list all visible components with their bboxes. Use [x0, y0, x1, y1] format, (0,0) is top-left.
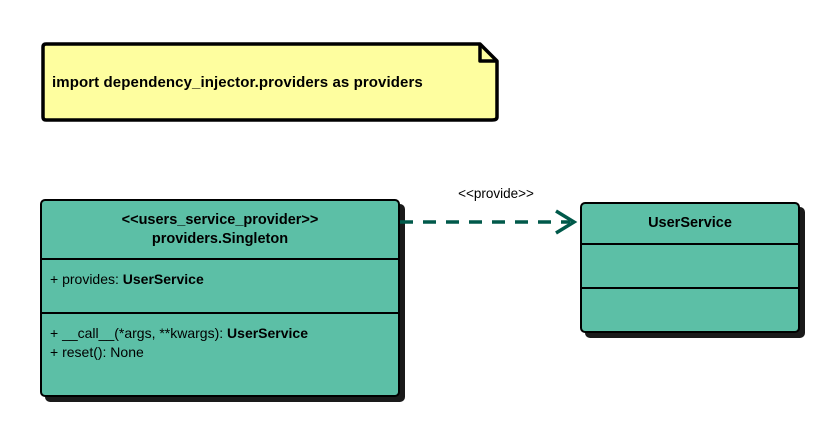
class-box-users-service-provider[interactable]: <<users_service_provider>> providers.Sin…: [40, 199, 400, 397]
operation-type: UserService: [227, 325, 308, 341]
service-name: UserService: [648, 215, 732, 232]
attribute-type: UserService: [122, 271, 204, 287]
attribute-label: provides:: [62, 271, 123, 287]
operation-visibility: +: [50, 343, 59, 360]
provider-header: <<users_service_provider>> providers.Sin…: [42, 201, 398, 258]
operation-label: __call__(*args, **kwargs):: [62, 325, 228, 341]
attribute-visibility: +: [50, 271, 59, 287]
service-header: UserService: [582, 204, 798, 243]
service-attributes: [582, 243, 798, 287]
operation-label: reset(): None: [62, 343, 144, 360]
note-import-text: import dependency_injector.providers as …: [52, 73, 423, 91]
connector-label: <<provide>>: [458, 186, 534, 201]
provider-operations: + __call__(*args, **kwargs): UserService…: [42, 312, 398, 393]
connector-provide[interactable]: <<provide>>: [398, 186, 588, 236]
note-import[interactable]: import dependency_injector.providers as …: [40, 41, 500, 123]
operation-row: + reset(): None: [50, 343, 390, 362]
operation-row: + __call__(*args, **kwargs): UserService: [50, 324, 390, 343]
note-shape-icon: [41, 42, 499, 122]
service-operations: [582, 287, 798, 330]
provider-name: providers.Singleton: [151, 230, 289, 247]
attribute-row: + provides: UserService: [50, 270, 390, 289]
class-box-user-service[interactable]: UserService: [580, 202, 800, 333]
operation-visibility: +: [50, 325, 59, 341]
provider-stereotype: <<users_service_provider>>: [121, 211, 319, 228]
provide-dependency-arrow-icon: [400, 209, 578, 235]
provider-attributes: + provides: UserService: [42, 258, 398, 312]
